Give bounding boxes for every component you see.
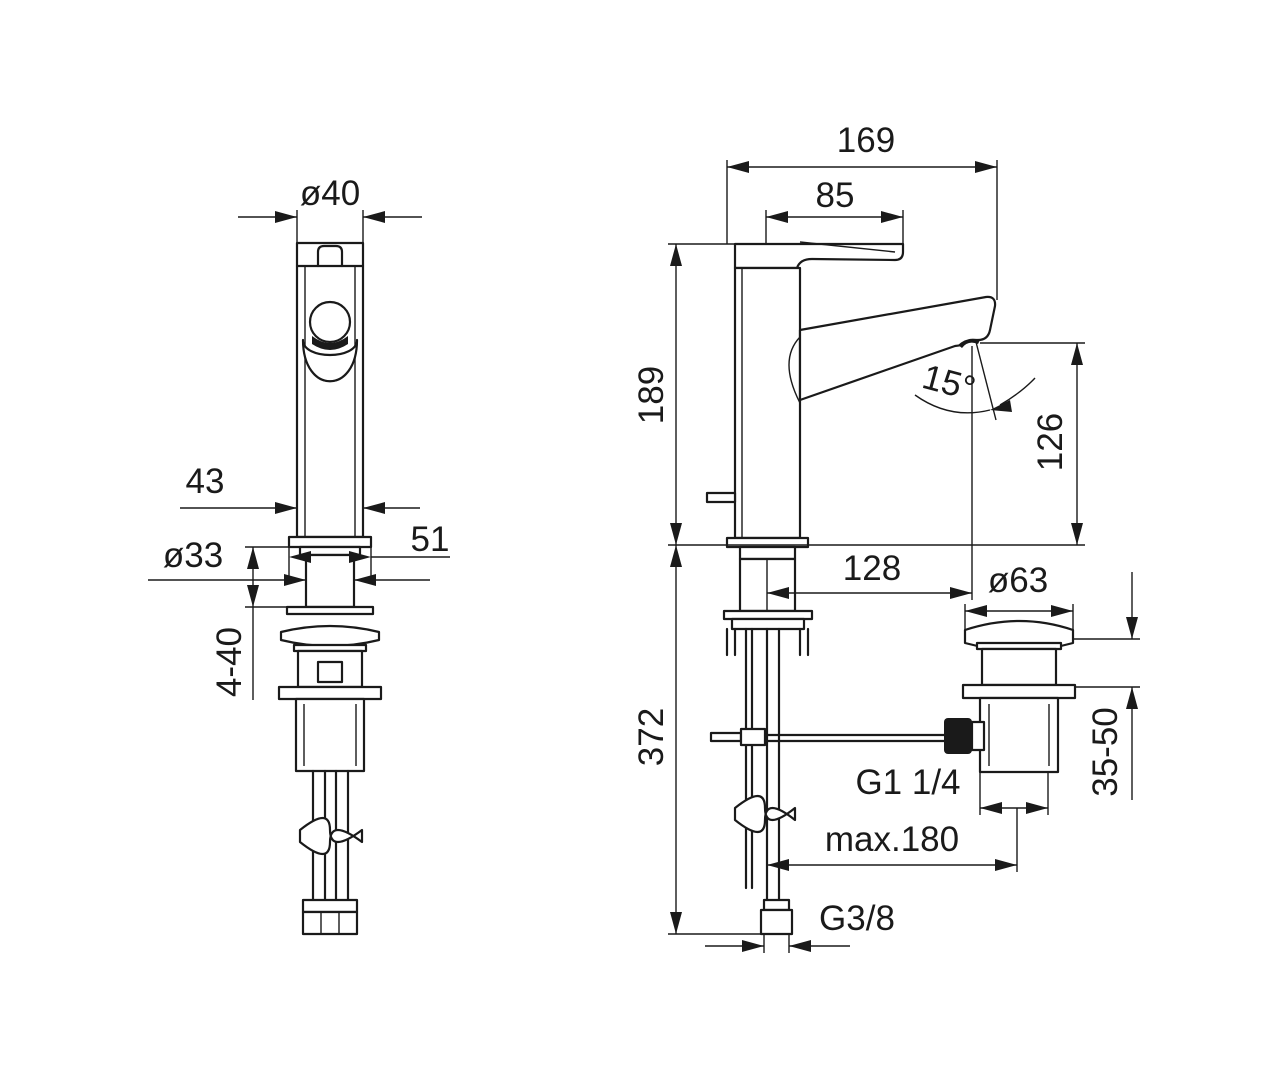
dim-overall-length: 169 [726,121,998,300]
dim-spout-height: 126 [980,342,1085,545]
front-waste [277,624,383,773]
side-lever [733,241,905,270]
side-base [722,536,814,657]
label-body-diameter: ø40 [300,174,360,213]
dim-waste-diameter: ø63 [964,561,1074,630]
label-max-distance: max.180 [825,820,959,859]
label-waste-diameter: ø63 [988,561,1048,600]
dim-body-diameter: ø40 [238,174,422,243]
side-body [733,266,802,540]
label-supply-thread: G3/8 [819,899,895,938]
label-angle: 15° [918,357,979,408]
dim-max-distance: max.180 [767,808,1018,872]
label-base-width: 43 [186,462,225,501]
dim-height: 189 [632,243,735,545]
side-hoses [733,627,797,936]
dim-lever-length: 85 [765,176,904,244]
dim-waste-adjust: 35-50 [1073,572,1140,800]
side-linkage [709,727,952,747]
label-waste-thread: G1 1/4 [855,763,960,802]
side-waste [944,619,1077,774]
side-view: 15° 169 85 189 [632,121,1140,953]
front-view: ø40 43 51 ø33 [148,174,450,936]
front-body [295,241,365,539]
label-spout-height: 126 [1031,413,1070,471]
side-spout [798,295,997,402]
dim-hole-diameter: ø33 [148,536,430,586]
dim-supply-thread: G3/8 [705,899,895,953]
front-base [285,535,375,616]
label-overall-length: 169 [837,121,895,160]
front-handle [301,300,359,383]
label-waste-adjust: 35-50 [1086,707,1125,797]
label-spacer-width: 51 [411,520,450,559]
side-popup-rod [705,491,737,504]
label-lever-length: 85 [816,176,855,215]
label-spout-reach: 128 [843,549,901,588]
dim-spacer-width: 51 [288,520,450,580]
dim-hose-length: 372 [632,545,761,935]
dim-deck-thickness: 4-40 [210,546,300,700]
front-hoses [298,769,364,936]
dim-waste-thread: G1 1/4 [855,763,1049,815]
label-hose-length: 372 [632,708,671,766]
label-deck-thickness: 4-40 [210,627,249,697]
dim-base-width: 43 [180,462,420,514]
dim-spout-reach: 128 [767,549,972,599]
label-hole-diameter: ø33 [163,536,223,575]
label-height: 189 [632,366,671,424]
